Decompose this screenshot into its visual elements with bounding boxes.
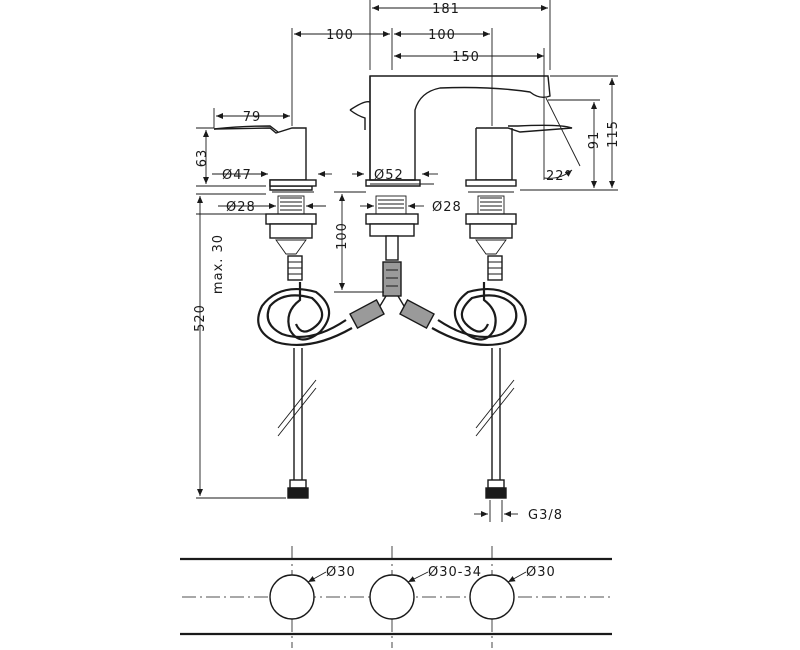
cutout-plan-view (180, 546, 612, 648)
left-hose-loop (257, 282, 353, 347)
dim-total-height: 115 (606, 120, 621, 148)
left-cutout-hole (269, 574, 315, 620)
dim-handle-base-dia: Ø47 (222, 168, 252, 183)
dim-spout-projection: 150 (452, 50, 480, 65)
right-mounting-shank (465, 195, 517, 281)
dim-spout-angle: 22° (546, 169, 572, 184)
right-handle-valve (465, 124, 573, 193)
dim-handle-height: 63 (195, 149, 210, 168)
y-connector (349, 295, 435, 330)
dim-spout-base-dia: Ø52 (374, 168, 404, 183)
center-cutout-hole (369, 574, 415, 620)
cutout-right-label: Ø30 (526, 565, 556, 580)
center-mounting-shank (365, 195, 419, 297)
dim-handle-length: 79 (243, 110, 262, 125)
dim-hose-length: 520 (193, 304, 208, 332)
dim-left-spacing: 100 (326, 28, 354, 43)
dim-overall-width: 181 (432, 2, 460, 17)
left-handle-valve (213, 125, 317, 193)
dim-outlet-height: 91 (587, 131, 602, 150)
right-cutout-hole (469, 574, 515, 620)
dim-shank-length: 100 (335, 222, 350, 250)
spout (349, 75, 551, 187)
left-supply-pipe (277, 348, 317, 499)
cutout-center-label: Ø30-34 (428, 565, 482, 580)
dimension-lines (196, 0, 618, 522)
right-supply-pipe (475, 348, 515, 499)
dim-shank-dia-left: Ø28 (226, 200, 256, 215)
dim-max-countertop: max. 30 (211, 234, 226, 294)
cutout-left-label: Ø30 (326, 565, 356, 580)
dim-shank-dia-right: Ø28 (432, 200, 462, 215)
dim-right-spacing: 100 (428, 28, 456, 43)
dim-thread-size: G3/8 (528, 508, 563, 523)
left-mounting-shank (265, 195, 317, 281)
right-hose-loop (431, 282, 527, 347)
